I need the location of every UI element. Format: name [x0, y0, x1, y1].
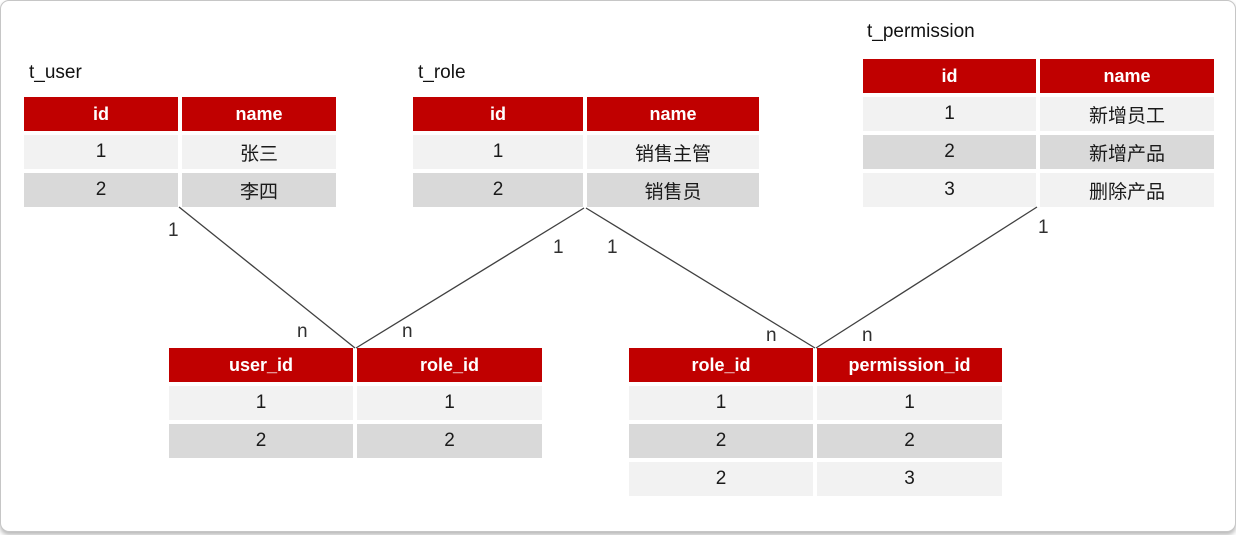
t-user-cell-name: 李四: [182, 173, 336, 207]
t-user-header-id: id: [24, 97, 178, 131]
role-permission-cell-role-id: 2: [629, 424, 813, 458]
line-t-user-to-user-role: [178, 206, 356, 349]
table-t-user: id name 1 张三 2 李四: [24, 97, 336, 211]
table-row: 1 1: [169, 386, 542, 420]
t-permission-cell-id: 1: [863, 97, 1036, 131]
cardinality-label-user-role-left-n: n: [297, 321, 308, 342]
role-permission-header-permission-id: permission_id: [817, 348, 1002, 382]
table-header-row: user_id role_id: [169, 348, 542, 382]
table-title-t-permission: t_permission: [867, 21, 975, 42]
user-role-header-role-id: role_id: [357, 348, 542, 382]
table-row: 1 1: [629, 386, 1002, 420]
t-permission-cell-id: 2: [863, 135, 1036, 169]
t-role-cell-name: 销售员: [587, 173, 759, 207]
cardinality-label-t-role-right-one: 1: [607, 237, 618, 258]
t-role-header-id: id: [413, 97, 583, 131]
cardinality-label-role-permission-left-n: n: [766, 325, 777, 346]
table-header-row: id name: [863, 59, 1214, 93]
t-permission-cell-name: 新增员工: [1040, 97, 1214, 131]
role-permission-header-role-id: role_id: [629, 348, 813, 382]
table-header-row: id name: [24, 97, 336, 131]
t-role-cell-id: 1: [413, 135, 583, 169]
user-role-cell-role-id: 1: [357, 386, 542, 420]
table-row: 3 删除产品: [863, 173, 1214, 207]
table-t-permission: id name 1 新增员工 2 新增产品 3 删除产品: [863, 59, 1214, 211]
t-user-cell-name: 张三: [182, 135, 336, 169]
t-role-cell-id: 2: [413, 173, 583, 207]
cardinality-label-user-role-right-n: n: [402, 321, 413, 342]
user-role-header-user-id: user_id: [169, 348, 353, 382]
t-permission-header-id: id: [863, 59, 1036, 93]
table-title-t-role: t_role: [418, 62, 466, 83]
role-permission-cell-permission-id: 2: [817, 424, 1002, 458]
t-user-cell-id: 1: [24, 135, 178, 169]
t-permission-cell-name: 删除产品: [1040, 173, 1214, 207]
line-t-permission-to-role-permission: [815, 206, 1038, 349]
line-t-role-to-role-permission: [585, 207, 816, 349]
t-permission-cell-name: 新增产品: [1040, 135, 1214, 169]
t-user-header-name: name: [182, 97, 336, 131]
cardinality-label-t-permission-one: 1: [1038, 217, 1049, 238]
table-row: 1 张三: [24, 135, 336, 169]
cardinality-label-t-user-one: 1: [168, 220, 179, 241]
t-permission-header-name: name: [1040, 59, 1214, 93]
table-t-role: id name 1 销售主管 2 销售员: [413, 97, 759, 211]
table-row: 2 销售员: [413, 173, 759, 207]
table-header-row: role_id permission_id: [629, 348, 1002, 382]
role-permission-cell-role-id: 1: [629, 386, 813, 420]
table-header-row: id name: [413, 97, 759, 131]
table-row: 2 李四: [24, 173, 336, 207]
table-title-t-user: t_user: [29, 62, 82, 83]
table-user-role: user_id role_id 1 1 2 2: [169, 348, 542, 462]
role-permission-cell-permission-id: 1: [817, 386, 1002, 420]
table-row: 1 新增员工: [863, 97, 1214, 131]
user-role-cell-role-id: 2: [357, 424, 542, 458]
t-permission-cell-id: 3: [863, 173, 1036, 207]
table-row: 2 2: [169, 424, 542, 458]
t-user-cell-id: 2: [24, 173, 178, 207]
table-row: 2 3: [629, 462, 1002, 496]
cardinality-label-role-permission-right-n: n: [862, 325, 873, 346]
table-row: 2 2: [629, 424, 1002, 458]
role-permission-cell-permission-id: 3: [817, 462, 1002, 496]
cardinality-label-t-role-left-one: 1: [553, 237, 564, 258]
user-role-cell-user-id: 1: [169, 386, 353, 420]
table-role-permission: role_id permission_id 1 1 2 2 2 3: [629, 348, 1002, 500]
table-row: 2 新增产品: [863, 135, 1214, 169]
user-role-cell-user-id: 2: [169, 424, 353, 458]
role-permission-cell-role-id: 2: [629, 462, 813, 496]
t-role-header-name: name: [587, 97, 759, 131]
line-t-role-to-user-role: [355, 207, 585, 349]
table-row: 1 销售主管: [413, 135, 759, 169]
t-role-cell-name: 销售主管: [587, 135, 759, 169]
